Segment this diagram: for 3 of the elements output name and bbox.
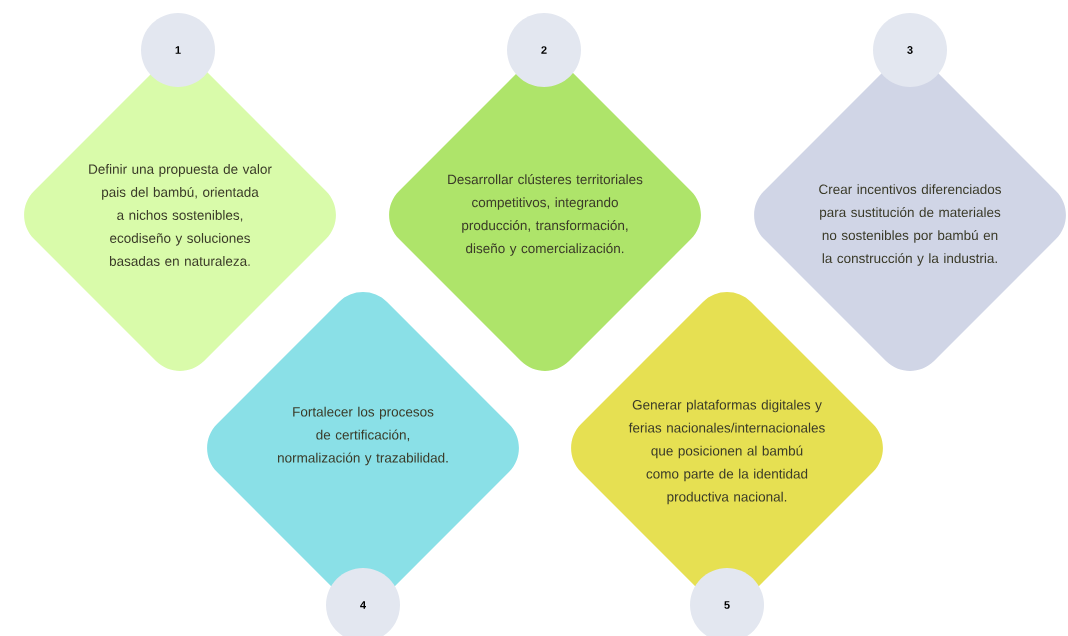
diamond-card: Definir una propuesta de valor pais del bambú, orientada a nichos sostenibles, ecodiseño y soluciones basadas en naturaleza.: [24, 59, 336, 371]
diamond-card: Desarrollar clústeres territoriales competitivos, integrando producción, transformación, diseño y comercialización.: [389, 59, 701, 371]
diamond-card: Crear incentivos diferenciados para sustitución de materiales no sostenibles por bambú en la construcción y la industria.: [754, 59, 1066, 371]
